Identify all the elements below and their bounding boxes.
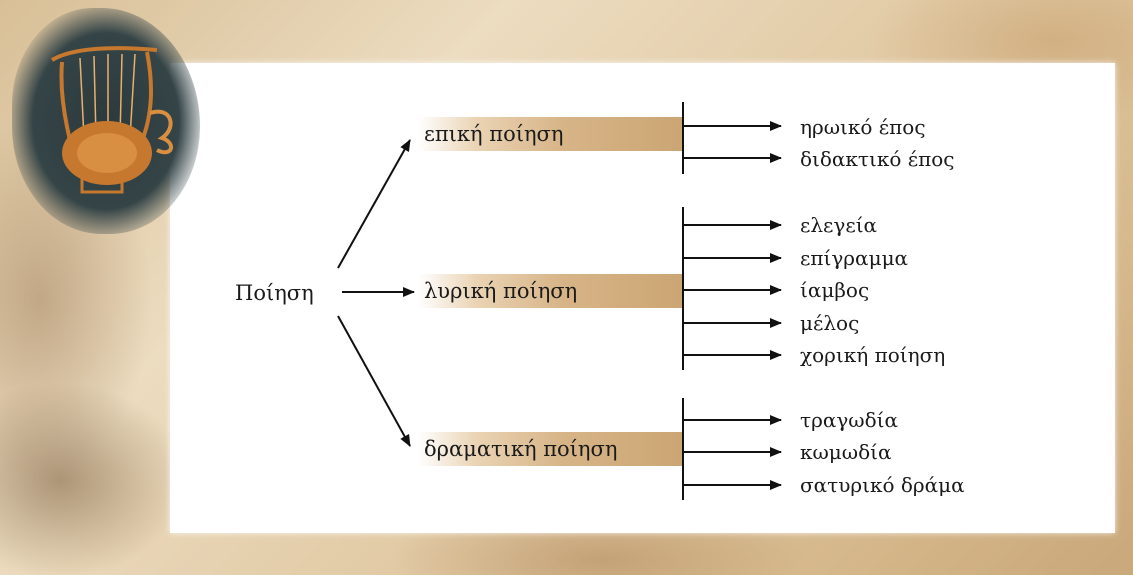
lyre-icon: [50, 46, 173, 194]
arrow-root-dramatic: [337, 315, 411, 447]
leaf-dramatic-2: κωμωδία: [800, 440, 892, 464]
leaf-lyric-1: ελεγεία: [800, 213, 878, 237]
leaf-dramatic-1: τραγωδία: [800, 408, 898, 432]
arrow-root-epic: [337, 139, 411, 269]
leaf-dramatic-3: σατυρικό δράμα: [800, 473, 965, 497]
root-node: Ποίηση: [235, 281, 314, 305]
leaf-epic-2: διδακτικό έπος: [800, 147, 955, 171]
leaf-lyric-3: ίαμβος: [800, 278, 870, 302]
leaf-lyric-4: μέλος: [800, 311, 860, 335]
leaf-epic-1: ηρωικό έπος: [800, 115, 926, 139]
branch-lyric: λυρική ποίηση: [418, 274, 682, 308]
leaf-lyric-5: χορική ποίηση: [800, 343, 946, 367]
leaf-lyric-2: επίγραμμα: [800, 246, 909, 270]
branch-epic: επική ποίηση: [418, 117, 682, 151]
branch-dramatic: δραματική ποίηση: [418, 432, 682, 466]
